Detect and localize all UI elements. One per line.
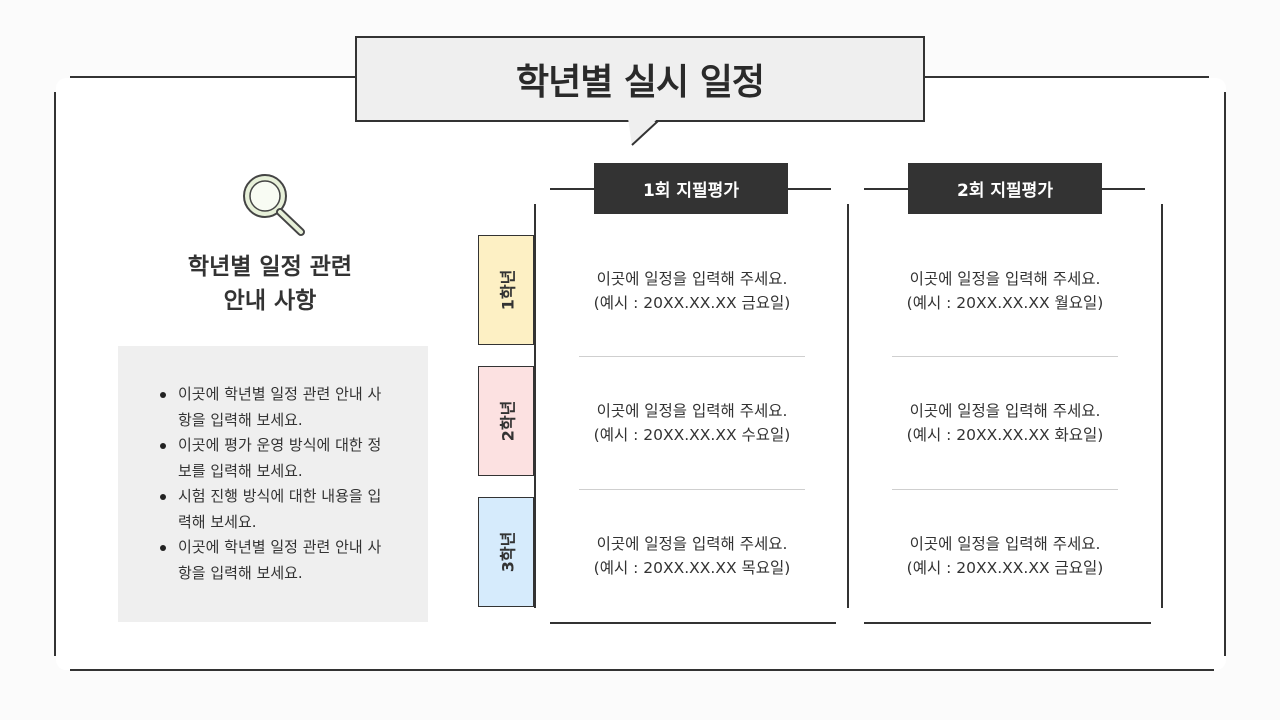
cell-line2: (예시 : 20XX.XX.XX 금요일): [906, 559, 1104, 577]
column-header-1: 1회 지필평가: [594, 163, 788, 214]
info-list: 이곳에 학년별 일정 관련 안내 사항을 입력해 보세요. 이곳에 평가 운영 …: [160, 382, 392, 586]
row-divider: [579, 489, 805, 490]
schedule-cell-2-3: 이곳에 일정을 입력해 주세요. (예시 : 20XX.XX.XX 금요일): [892, 532, 1118, 580]
magnifier-icon: [238, 170, 308, 236]
schedule-column-1: [536, 188, 846, 624]
info-list-item: 시험 진행 방식에 대한 내용을 입력해 보세요.: [160, 484, 392, 535]
cell-line2: (예시 : 20XX.XX.XX 화요일): [906, 426, 1104, 444]
frame-top-line-left: [70, 76, 356, 78]
schedule-cell-1-2: 이곳에 일정을 입력해 주세요. (예시 : 20XX.XX.XX 수요일): [579, 399, 805, 447]
row-divider: [892, 489, 1118, 490]
grade-label: 1학년: [497, 269, 517, 311]
column-1-right-line: [847, 204, 849, 608]
grade-tab-2: 2학년: [478, 366, 534, 476]
cell-line2: (예시 : 20XX.XX.XX 월요일): [906, 294, 1104, 312]
info-list-item: 이곳에 평가 운영 방식에 대한 정보를 입력해 보세요.: [160, 433, 392, 484]
schedule-cell-1-1: 이곳에 일정을 입력해 주세요. (예시 : 20XX.XX.XX 금요일): [579, 267, 805, 315]
cell-line2: (예시 : 20XX.XX.XX 수요일): [593, 426, 791, 444]
info-list-item: 이곳에 학년별 일정 관련 안내 사항을 입력해 보세요.: [160, 382, 392, 433]
cell-line1: 이곳에 일정을 입력해 주세요.: [909, 270, 1101, 288]
schedule-cell-2-1: 이곳에 일정을 입력해 주세요. (예시 : 20XX.XX.XX 월요일): [892, 267, 1118, 315]
column-1-bottom-line: [550, 622, 836, 624]
grade-tab-3: 3학년: [478, 497, 534, 607]
frame-right-line: [1224, 92, 1226, 656]
column-2-right-line: [1161, 204, 1163, 608]
grade-label: 2학년: [497, 400, 517, 442]
row-divider: [892, 356, 1118, 357]
column-1-left-line: [534, 204, 536, 608]
schedule-column-2: [850, 188, 1160, 624]
page-title: 학년별 실시 일정: [355, 36, 925, 122]
frame-top-line-right: [925, 76, 1209, 78]
schedule-cell-2-2: 이곳에 일정을 입력해 주세요. (예시 : 20XX.XX.XX 화요일): [892, 399, 1118, 447]
cell-line1: 이곳에 일정을 입력해 주세요.: [596, 535, 788, 553]
info-panel: [118, 346, 428, 622]
column-2-bottom-line: [864, 622, 1151, 624]
grade-label: 3학년: [497, 531, 517, 573]
cell-line1: 이곳에 일정을 입력해 주세요.: [909, 402, 1101, 420]
info-heading-line1: 학년별 일정 관련: [187, 254, 353, 280]
cell-line2: (예시 : 20XX.XX.XX 금요일): [593, 294, 791, 312]
row-divider: [579, 356, 805, 357]
info-heading: 학년별 일정 관련 안내 사항: [140, 250, 400, 318]
column-header-2: 2회 지필평가: [908, 163, 1102, 214]
schedule-cell-1-3: 이곳에 일정을 입력해 주세요. (예시 : 20XX.XX.XX 목요일): [579, 532, 805, 580]
info-heading-line2: 안내 사항: [223, 288, 317, 314]
cell-line1: 이곳에 일정을 입력해 주세요.: [596, 270, 788, 288]
frame-left-line: [54, 92, 56, 656]
frame-bottom-line: [70, 669, 1214, 671]
info-list-item: 이곳에 학년별 일정 관련 안내 사항을 입력해 보세요.: [160, 535, 392, 586]
speech-tail: [628, 118, 659, 146]
cell-line2: (예시 : 20XX.XX.XX 목요일): [593, 559, 791, 577]
grade-tab-1: 1학년: [478, 235, 534, 345]
cell-line1: 이곳에 일정을 입력해 주세요.: [596, 402, 788, 420]
cell-line1: 이곳에 일정을 입력해 주세요.: [909, 535, 1101, 553]
